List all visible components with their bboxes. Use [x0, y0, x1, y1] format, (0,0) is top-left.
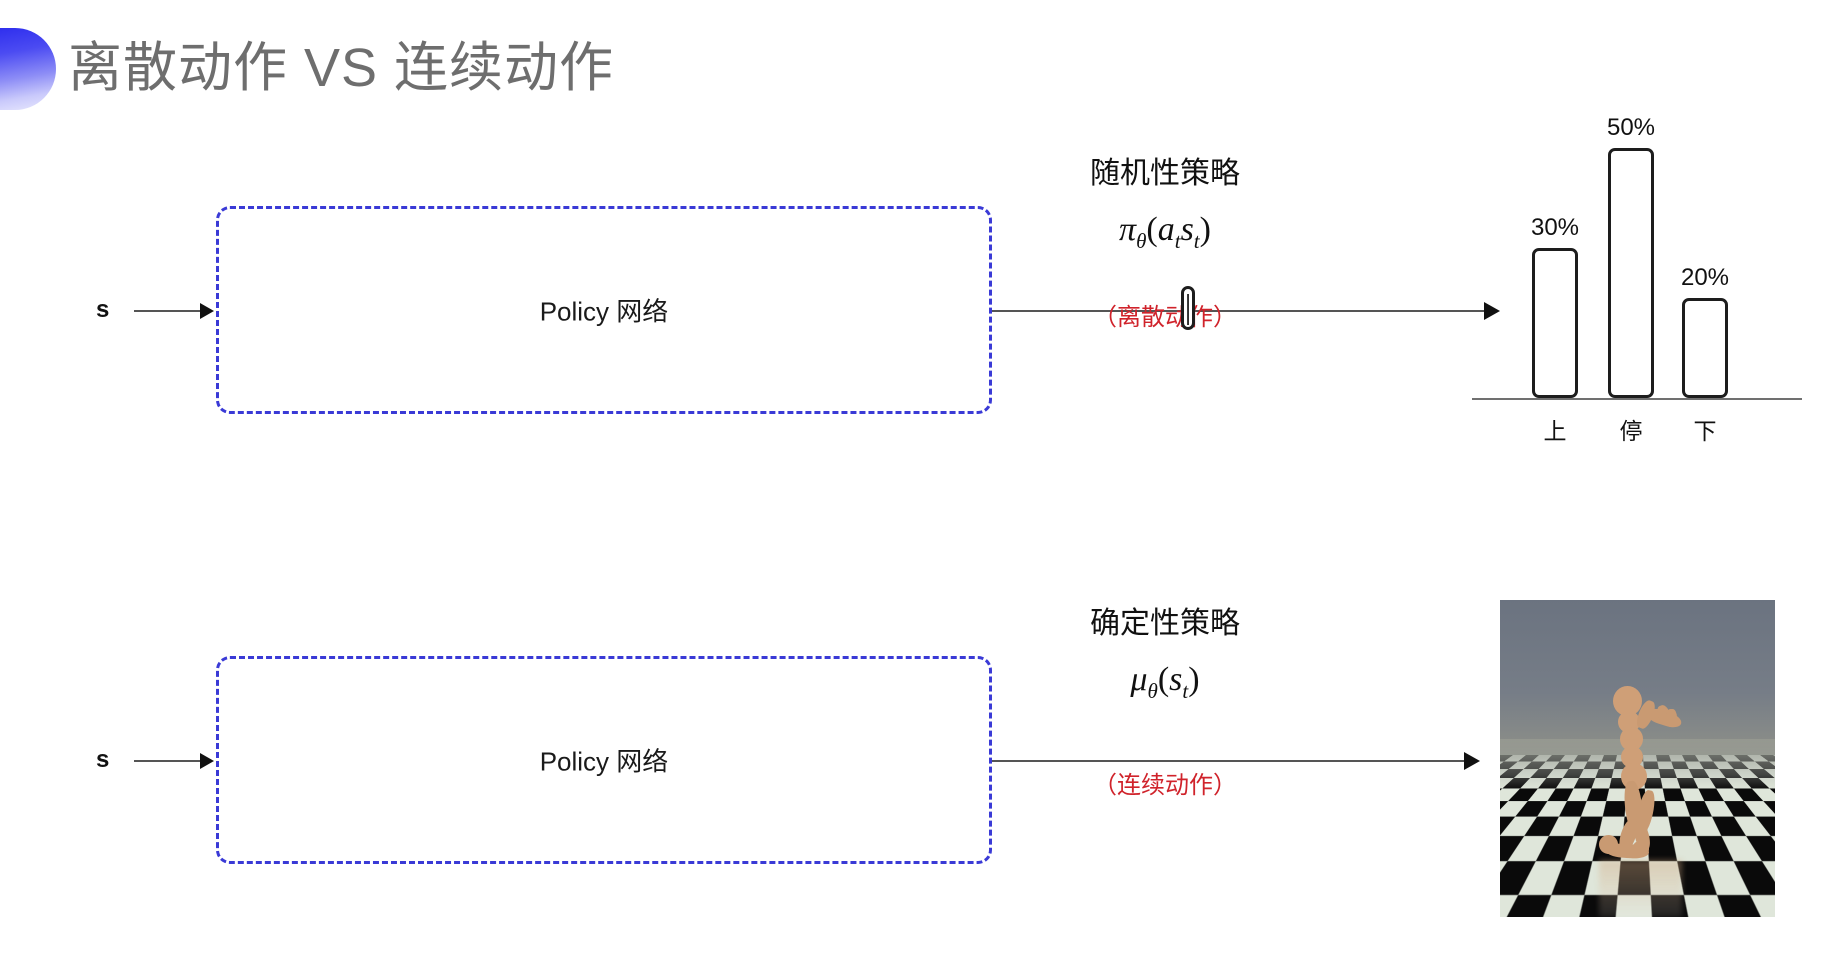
chart-x-axis	[1472, 398, 1802, 400]
formula-arg-subscript: t	[1182, 678, 1189, 703]
bar-value-label-2: 20%	[1680, 264, 1730, 291]
page-title: 离散动作 VS 连续动作	[68, 38, 615, 98]
sim-floor-reflection	[1599, 859, 1682, 917]
output-arrow-discrete	[992, 302, 1500, 320]
bar-value-label-0: 30%	[1530, 214, 1580, 241]
chart-tick-label-2: 下	[1693, 418, 1717, 444]
bar-2[interactable]	[1682, 298, 1728, 398]
title-decoration-semicircle	[0, 28, 56, 110]
formula-arg-subscript: t	[1174, 228, 1181, 253]
policy-network-box-discrete[interactable]: Policy 网络	[216, 206, 992, 414]
bar-value-label-1: 50%	[1606, 114, 1656, 141]
policy-network-box-continuous[interactable]: Policy 网络	[216, 656, 992, 864]
bar-1[interactable]	[1608, 148, 1654, 398]
chart-tick-label-1: 停	[1619, 418, 1643, 444]
action-probability-bar-chart: 30% 50% 20% 上 停 下	[1470, 100, 1810, 444]
formula-arg: a	[1157, 210, 1175, 248]
policy-network-label-discrete: Policy 网络	[539, 296, 669, 327]
mujoco-humanoid-image	[1500, 600, 1775, 917]
chart-tick-label-0: 上	[1543, 418, 1567, 444]
input-arrow-continuous	[134, 753, 214, 769]
formula-open-paren: (	[1146, 210, 1158, 248]
formula-head: π	[1119, 210, 1137, 248]
policy-network-label-continuous: Policy 网络	[539, 746, 669, 777]
annotation-note-discrete: （离散动作）	[1093, 304, 1237, 332]
formula-head: μ	[1130, 660, 1148, 698]
formula-head-subscript: θ	[1136, 228, 1147, 253]
formula-close-paren: )	[1199, 210, 1211, 248]
state-input-label-continuous: s	[96, 746, 110, 773]
annotation-title-continuous: 确定性策略	[1090, 607, 1240, 640]
sim-humanoid-figure	[1500, 600, 1775, 917]
formula-cond: s	[1180, 210, 1194, 248]
annotation-title-discrete: 随机性策略	[1090, 157, 1240, 190]
formula-open-paren: (	[1157, 660, 1170, 698]
annotation-formula-continuous: μθ(st)	[1000, 661, 1330, 704]
annotation-block-discrete: 随机性策略 πθ(at | st) （离散动作）	[1000, 155, 1330, 332]
formula-conditional-bar: |	[1180, 286, 1196, 331]
bar-0[interactable]	[1532, 248, 1578, 398]
state-input-label-discrete: s	[96, 296, 110, 323]
formula-close-paren: )	[1188, 660, 1200, 698]
formula-head-subscript: θ	[1147, 678, 1158, 703]
formula-arg: s	[1169, 660, 1183, 698]
annotation-formula-discrete: πθ(at | st)	[1000, 210, 1330, 331]
input-arrow-discrete	[134, 303, 214, 319]
annotation-note-continuous: （连续动作）	[1093, 772, 1237, 800]
annotation-block-continuous: 确定性策略 μθ(st) （连续动作）	[1000, 605, 1330, 800]
formula-cond-subscript: t	[1193, 228, 1200, 253]
output-arrow-continuous	[992, 752, 1480, 770]
